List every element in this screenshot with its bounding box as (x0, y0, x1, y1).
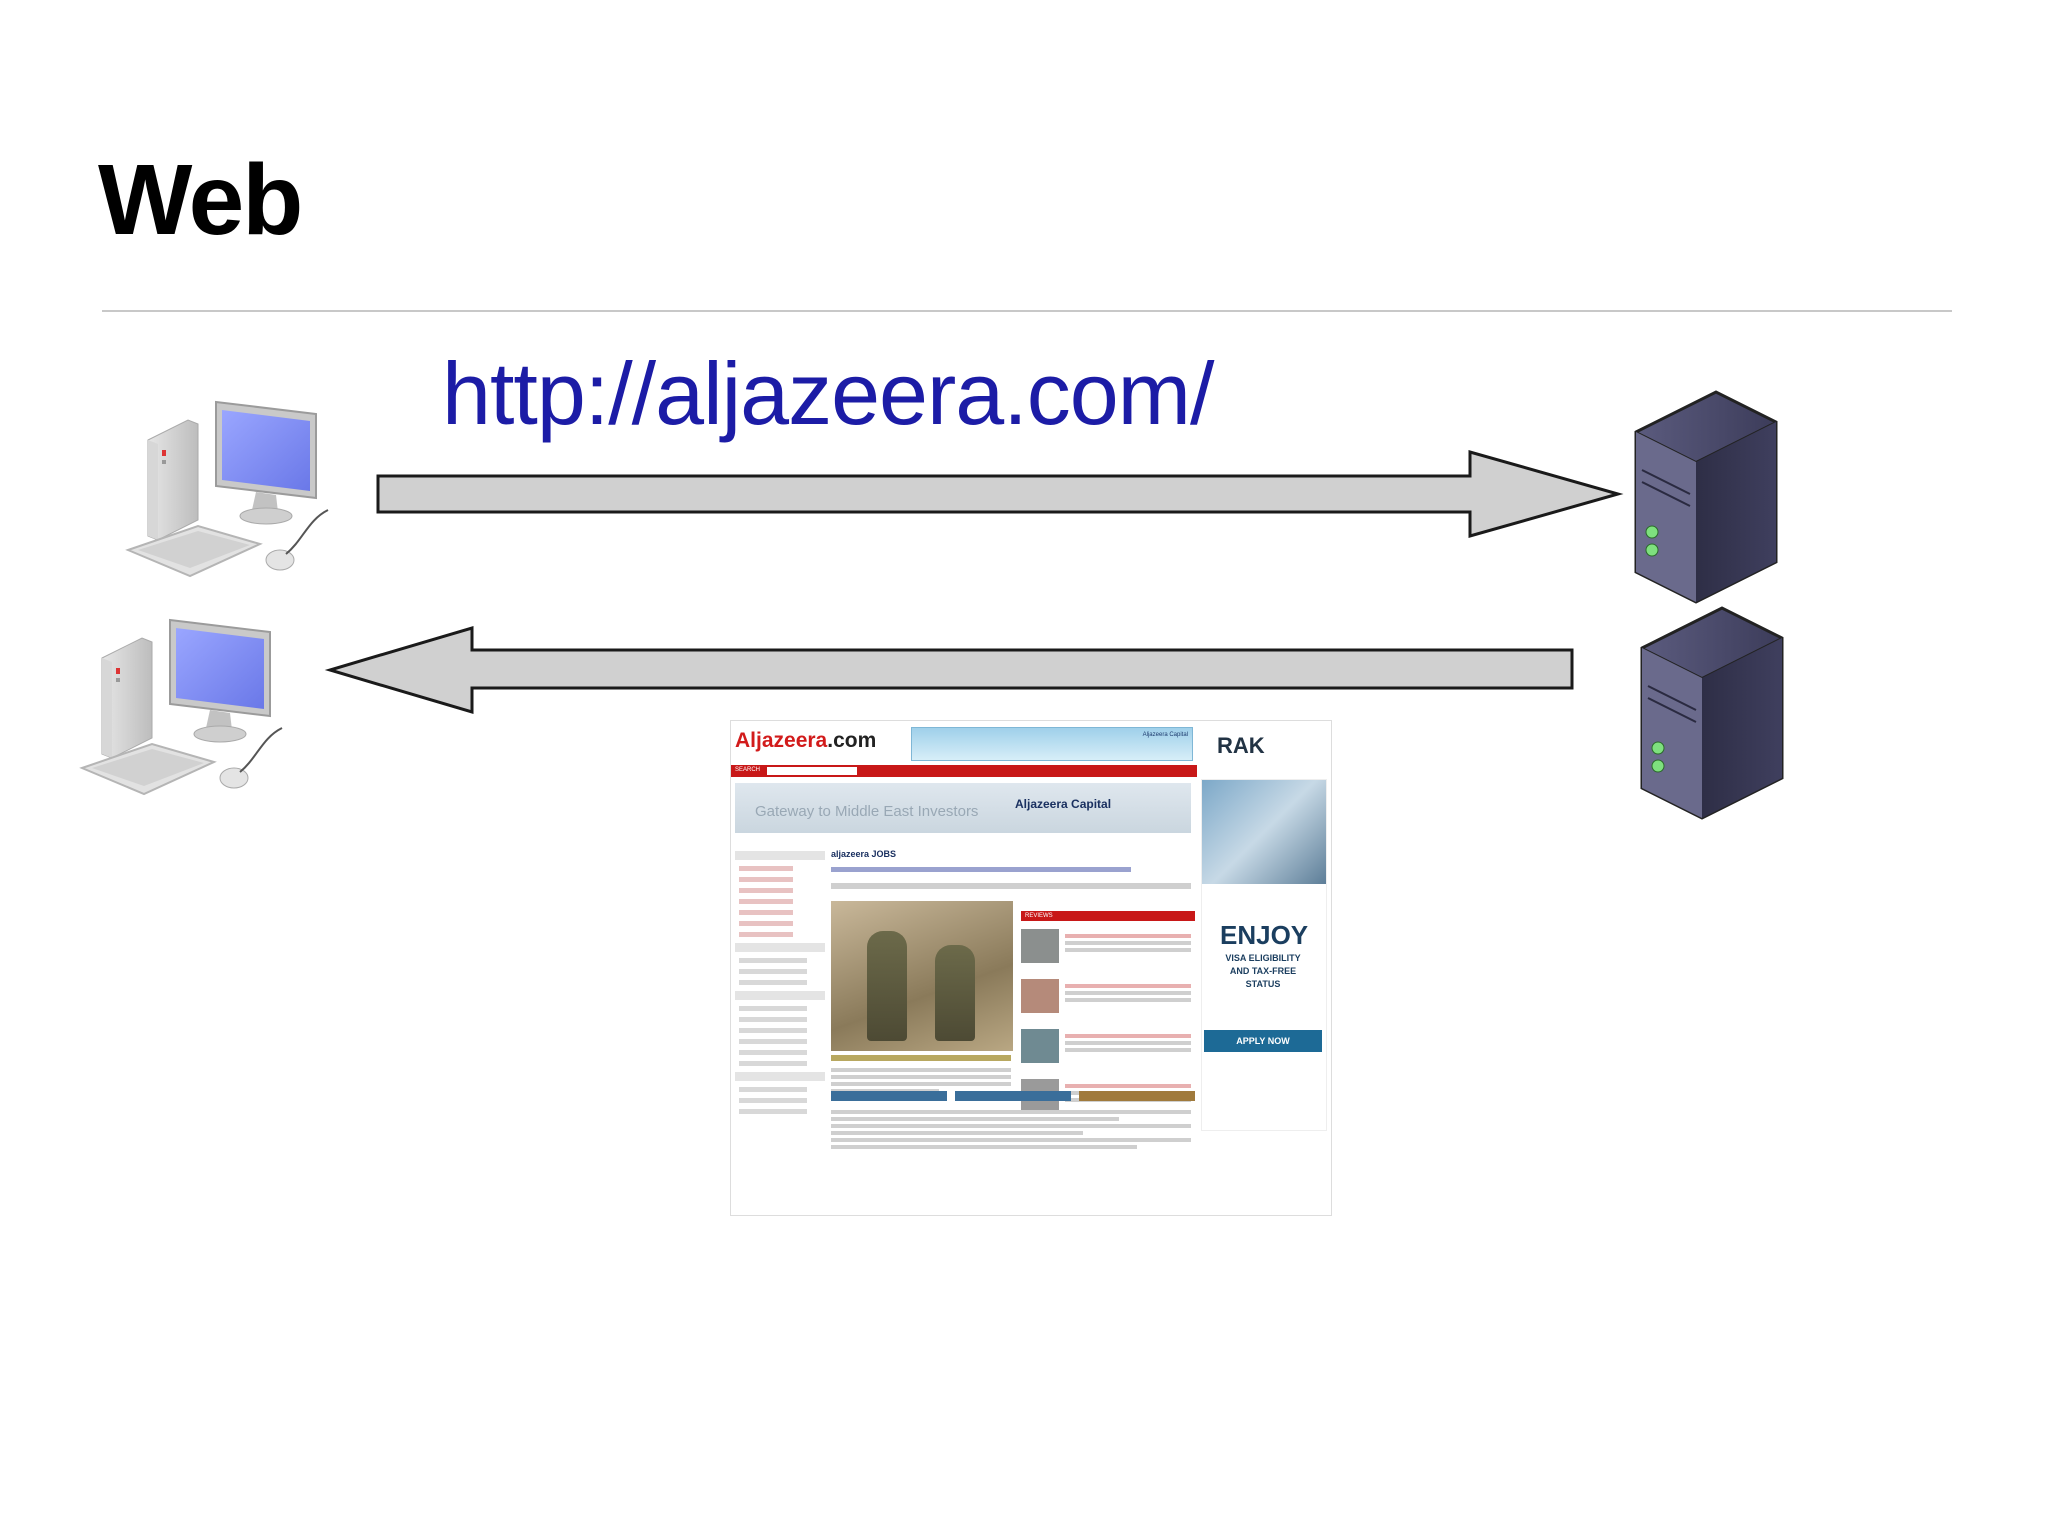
header-banner-ad: Aljazeera Capital (911, 727, 1193, 761)
client-computer-icon-1 (127, 401, 329, 577)
url-label: http://aljazeera.com/ (442, 344, 1214, 443)
reviews-header: REVIEWS (1021, 911, 1195, 921)
left-menu (735, 849, 825, 1209)
news-column-2 (955, 1091, 1071, 1101)
server-icon-2 (1640, 606, 1784, 820)
response-arrow (324, 625, 1574, 715)
title-divider (102, 310, 1952, 312)
server-icon-1 (1634, 390, 1778, 604)
news-column-3 (1079, 1091, 1195, 1101)
aljazeera-logo: Aljazeera.com (735, 729, 877, 752)
search-box (767, 767, 857, 775)
rak-logo: RAK (1217, 733, 1265, 758)
ad-photo (1202, 780, 1326, 884)
slide-title: Web (98, 144, 303, 256)
side-advertisement: ENJOY VISA ELIGIBILITY AND TAX-FREE STAT… (1201, 779, 1327, 1131)
request-arrow (376, 450, 1624, 538)
client-computer-icon-2 (81, 619, 283, 795)
aljazeera-webpage-screenshot: Aljazeera.com Aljazeera Capital SEARCH G… (730, 720, 1332, 1216)
news-photo-soldiers (831, 901, 1013, 1051)
news-column-1 (831, 1091, 947, 1101)
main-content: aljazeera JOBS REVIEWS (831, 849, 1195, 1209)
gateway-banner: Gateway to Middle East Investors Aljazee… (735, 783, 1191, 833)
